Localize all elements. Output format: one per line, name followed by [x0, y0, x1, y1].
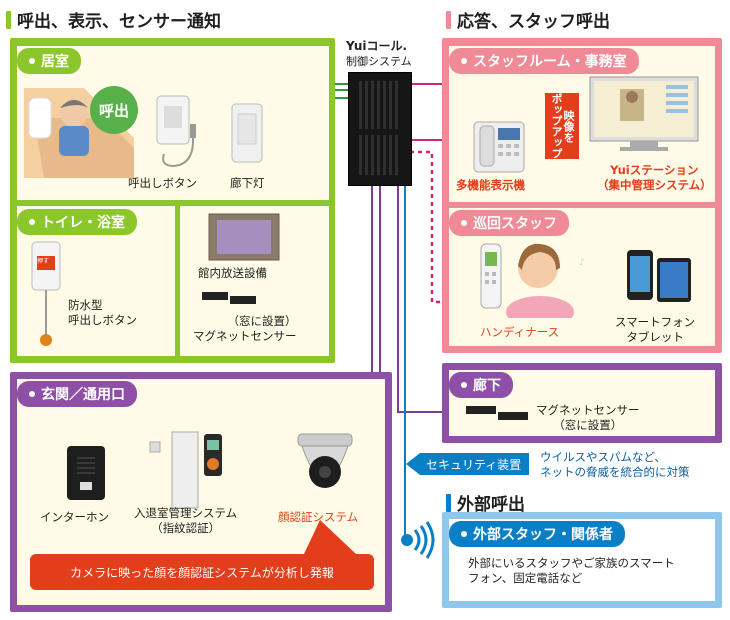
security-badge: セキュリティ装置: [406, 453, 530, 475]
corridor-magnet-label: マグネットセンサー （窓に設置）: [536, 403, 640, 432]
face-banner-text: カメラに映った顔を顔認証システムが分析し発報: [70, 565, 334, 580]
handy-device: [480, 243, 502, 309]
smart-label: スマートフォン タブレット: [615, 315, 696, 344]
waterproof-button-label: 防水型 呼出しボタン: [68, 298, 137, 327]
control-logo: Yuiコール.: [346, 39, 408, 53]
intercom-device: [67, 446, 105, 500]
right-section-title-text: 応答、スタッフ呼出: [457, 12, 610, 32]
access-device: [149, 431, 222, 509]
button-sign: 押す: [37, 258, 50, 265]
popup-badge: 映像を ポップアップ: [545, 93, 579, 159]
outside-section-title-text: 外部呼出: [457, 495, 525, 515]
tab-dot: [461, 531, 467, 537]
control-unit-grid-lower: [359, 135, 401, 175]
smartphone-tablet-device: [627, 250, 691, 302]
ring-mark: ♪: [579, 258, 585, 268]
tab-entrance-label: 玄関／通用口: [41, 387, 125, 403]
magnet-sensor-device: [202, 292, 256, 304]
station-device: [589, 76, 699, 151]
phone-label: 多機能表示機: [456, 178, 525, 192]
tab-dot: [461, 58, 467, 64]
control-unit-grid: [359, 81, 401, 129]
tab-dot: [29, 58, 35, 64]
intercom-label: インターホン: [40, 510, 109, 524]
phone-device: [473, 121, 525, 173]
nurse-illustration: [506, 243, 574, 318]
call-button-device: [156, 95, 196, 168]
wireless-signal-icon: [401, 521, 435, 559]
handy-label: ハンディナース: [480, 325, 560, 339]
tab-dot: [461, 220, 467, 226]
outside-section-title: 外部呼出: [446, 490, 525, 515]
tab-kyoshitsu: 居室: [17, 48, 81, 74]
banner-pointer: [304, 520, 356, 554]
broadcast-label: 館内放送設備: [198, 266, 267, 280]
tab-external: 外部スタッフ・関係者: [449, 521, 625, 547]
section-bar: [6, 10, 11, 29]
face-label: 顔認証システム: [278, 510, 359, 524]
tab-dot: [29, 391, 35, 397]
tab-kyoshitsu-label: 居室: [41, 54, 69, 70]
tab-dot: [29, 219, 35, 225]
left-section-title: 呼出、表示、センサー通知: [6, 7, 221, 32]
call-bubble-label: 呼出: [98, 101, 129, 120]
call-bubble: 呼出: [90, 86, 138, 134]
corridor-magnet-device: [466, 406, 528, 420]
hall-light-label: 廊下灯: [230, 176, 265, 190]
tab-patrol-label: 巡回スタッフ: [473, 216, 557, 232]
waterproof-button-device: [31, 241, 61, 346]
section-bar: [446, 10, 451, 29]
right-section-title: 応答、スタッフ呼出: [446, 7, 610, 32]
broadcast-device: [208, 213, 280, 261]
tab-external-label: 外部スタッフ・関係者: [473, 527, 613, 543]
control-unit: [348, 72, 412, 186]
call-button-label: 呼出しボタン: [128, 176, 197, 190]
tab-staff-room: スタッフルーム・事務室: [449, 48, 639, 74]
camera-device: [297, 433, 353, 488]
tab-patrol: 巡回スタッフ: [449, 210, 569, 236]
section-bar: [446, 493, 451, 512]
tab-entrance: 玄関／通用口: [17, 381, 137, 407]
tab-corridor: 廊下: [449, 372, 513, 398]
tab-toilet: トイレ・浴室: [17, 209, 137, 235]
tab-dot: [461, 382, 467, 388]
control-subtitle: 制御システム: [346, 55, 412, 68]
security-badge-text: セキュリティ装置: [426, 457, 522, 472]
tab-corridor-label: 廊下: [473, 378, 501, 394]
face-banner: カメラに映った顔を顔認証システムが分析し発報: [30, 554, 374, 590]
access-label: 入退室管理システム （指紋認証）: [134, 506, 238, 535]
security-note: ウイルスやスパムなど、 ネットの脅威を統合的に対策: [540, 450, 690, 479]
magnet-sensor-label: （窓に設置） マグネットセンサー: [193, 314, 297, 343]
hall-light-device: [231, 103, 263, 163]
left-section-title-text: 呼出、表示、センサー通知: [17, 12, 221, 32]
external-desc: 外部にいるスタッフやご家族のスマート フォン、固定電話など: [468, 556, 675, 585]
station-label: Yuiステーション （集中管理システム）: [597, 163, 712, 192]
tab-staff-room-label: スタッフルーム・事務室: [473, 54, 627, 70]
tab-toilet-label: トイレ・浴室: [41, 215, 125, 231]
